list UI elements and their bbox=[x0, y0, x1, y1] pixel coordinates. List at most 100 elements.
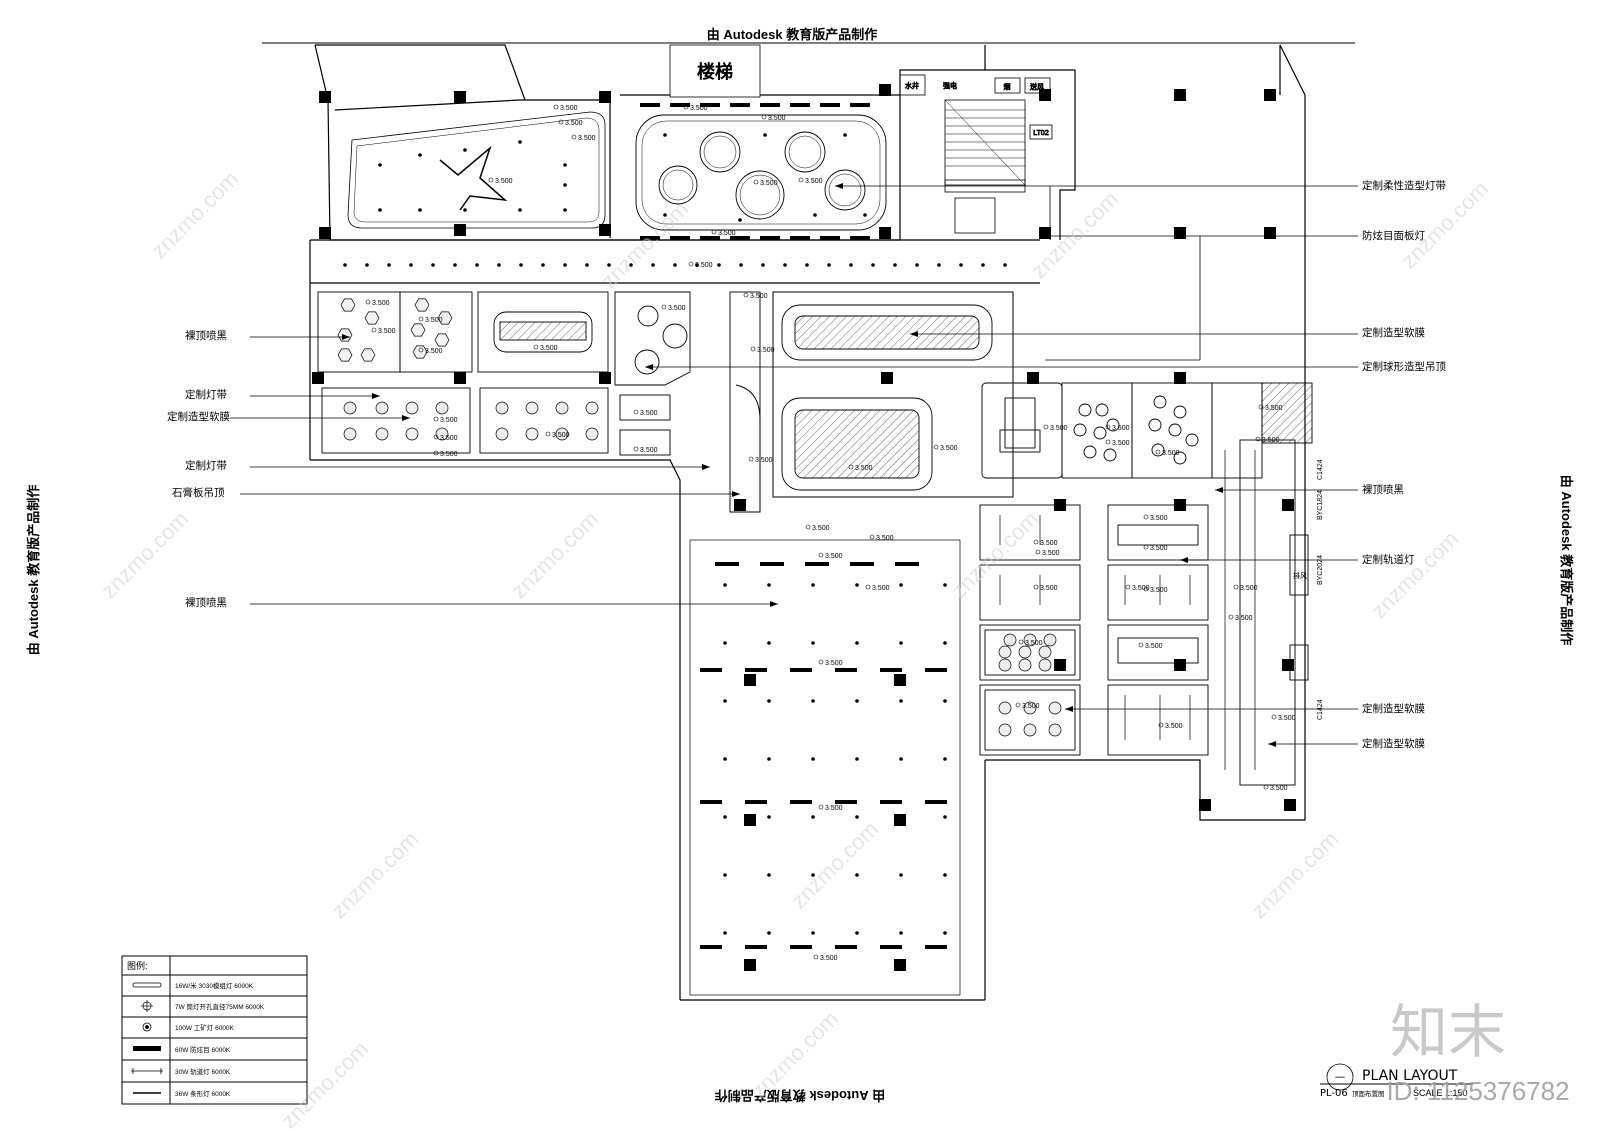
elevation-symbol bbox=[818, 804, 824, 810]
leader-arrowhead bbox=[835, 183, 843, 189]
light-dot bbox=[767, 815, 771, 819]
elevation-symbol bbox=[1015, 702, 1021, 708]
elevation-symbol bbox=[743, 292, 749, 298]
column-marker bbox=[1054, 659, 1066, 671]
column-marker bbox=[879, 84, 891, 96]
leader-arrowhead bbox=[1065, 706, 1073, 712]
ring-light bbox=[435, 401, 449, 415]
light-dot bbox=[943, 641, 947, 645]
column-marker bbox=[1264, 227, 1276, 239]
light-dot bbox=[915, 263, 919, 267]
ring-light bbox=[1038, 658, 1052, 672]
anti-glare-bar bbox=[700, 800, 722, 804]
light-dot bbox=[805, 263, 809, 267]
column-marker bbox=[1282, 499, 1294, 511]
led-strip-icon bbox=[132, 982, 162, 988]
elevation-symbol bbox=[1138, 642, 1144, 648]
label-right-2: 定制造型软膜 bbox=[1362, 326, 1425, 339]
light-dot bbox=[463, 148, 467, 152]
light-dot bbox=[723, 583, 727, 587]
anti-glare-bar bbox=[895, 562, 919, 566]
hex-light bbox=[364, 311, 380, 325]
light-dot bbox=[761, 263, 765, 267]
light-dot bbox=[723, 931, 727, 935]
light-dot bbox=[899, 757, 903, 761]
elevation-symbol bbox=[1143, 586, 1149, 592]
elevation-label: 3.500 bbox=[1240, 585, 1258, 592]
ring-light bbox=[998, 723, 1012, 737]
elevation-symbol bbox=[711, 229, 717, 235]
elevation-symbol bbox=[633, 409, 639, 415]
label-left-3: 定制灯带 bbox=[185, 459, 227, 472]
column-marker bbox=[599, 224, 611, 236]
light-dot bbox=[563, 263, 567, 267]
light-dot bbox=[739, 263, 743, 267]
lift-label: LT02 bbox=[1033, 130, 1049, 137]
legend-item-2: 100W 工矿灯 6000K bbox=[175, 1023, 235, 1032]
light-dot bbox=[811, 815, 815, 819]
label-left-4: 石膏板吊顶 bbox=[172, 486, 225, 499]
anti-glare-bar bbox=[640, 236, 660, 240]
elevation-label: 3.500 bbox=[872, 585, 890, 592]
watermark-text: znzmo.com bbox=[276, 1036, 373, 1131]
light-dot bbox=[899, 641, 903, 645]
legend-item-1: 7W 筒灯开孔直径75MM 6000K bbox=[175, 1002, 265, 1011]
light-dot bbox=[695, 263, 699, 267]
elevation-label: 3.500 bbox=[690, 105, 708, 112]
track-light-icon bbox=[131, 1068, 163, 1074]
elevation-label: 3.500 bbox=[1050, 425, 1068, 432]
light-dot bbox=[418, 208, 422, 212]
ring-light bbox=[405, 427, 419, 441]
ring-light bbox=[375, 401, 389, 415]
ring-light bbox=[1038, 645, 1052, 659]
light-dot bbox=[763, 133, 767, 137]
light-dot bbox=[843, 133, 847, 137]
elevation-label: 3.500 bbox=[640, 410, 658, 417]
light-dot bbox=[629, 263, 633, 267]
elevation-label: 3.500 bbox=[757, 347, 775, 354]
watermark-text: znzmo.com bbox=[1246, 826, 1343, 923]
elevation-label: 3.500 bbox=[1235, 615, 1253, 622]
elevation-label: 3.500 bbox=[425, 348, 443, 355]
elevation-label: 3.500 bbox=[1262, 437, 1280, 444]
light-dot bbox=[607, 263, 611, 267]
hex-light bbox=[414, 298, 430, 312]
light-dot bbox=[1003, 263, 1007, 267]
elevation-symbol bbox=[433, 434, 439, 440]
ring-light bbox=[998, 701, 1012, 715]
anti-glare-bar bbox=[700, 236, 720, 240]
column-marker bbox=[1039, 227, 1051, 239]
column-marker bbox=[599, 372, 611, 384]
elevation-label: 3.500 bbox=[440, 435, 458, 442]
elevation-symbol bbox=[688, 261, 694, 267]
elevation-symbol bbox=[1035, 549, 1041, 555]
elevation-label: 3.500 bbox=[668, 305, 686, 312]
ring-light bbox=[375, 427, 389, 441]
elevation-label: 3.500 bbox=[1150, 587, 1168, 594]
light-dot bbox=[811, 931, 815, 935]
elevation-symbol bbox=[1033, 539, 1039, 545]
anti-glare-bar bbox=[790, 236, 810, 240]
elevation-symbol bbox=[1105, 424, 1111, 430]
watermark-text: znzmo.com bbox=[946, 506, 1043, 603]
ring-light bbox=[405, 401, 419, 415]
elevation-label: 3.500 bbox=[755, 457, 773, 464]
light-fixtures bbox=[337, 133, 1062, 935]
column-marker bbox=[454, 372, 466, 384]
light-dot bbox=[518, 140, 522, 144]
light-dot bbox=[981, 263, 985, 267]
elevation-symbol bbox=[818, 659, 824, 665]
ring-light bbox=[555, 427, 569, 441]
column-marker bbox=[454, 91, 466, 103]
hex-light bbox=[410, 323, 426, 337]
elevation-symbol bbox=[488, 177, 494, 183]
light-dot bbox=[463, 208, 467, 212]
light-dot bbox=[855, 583, 859, 587]
label-left-2: 定制造型软膜 bbox=[167, 410, 230, 423]
light-dot bbox=[899, 699, 903, 703]
label-right-4: 裸顶喷黑 bbox=[1362, 483, 1404, 496]
smoke-label: 烟 bbox=[1004, 82, 1011, 91]
elevation-label: 3.500 bbox=[1145, 643, 1163, 650]
elevation-label: 3.500 bbox=[718, 230, 736, 237]
